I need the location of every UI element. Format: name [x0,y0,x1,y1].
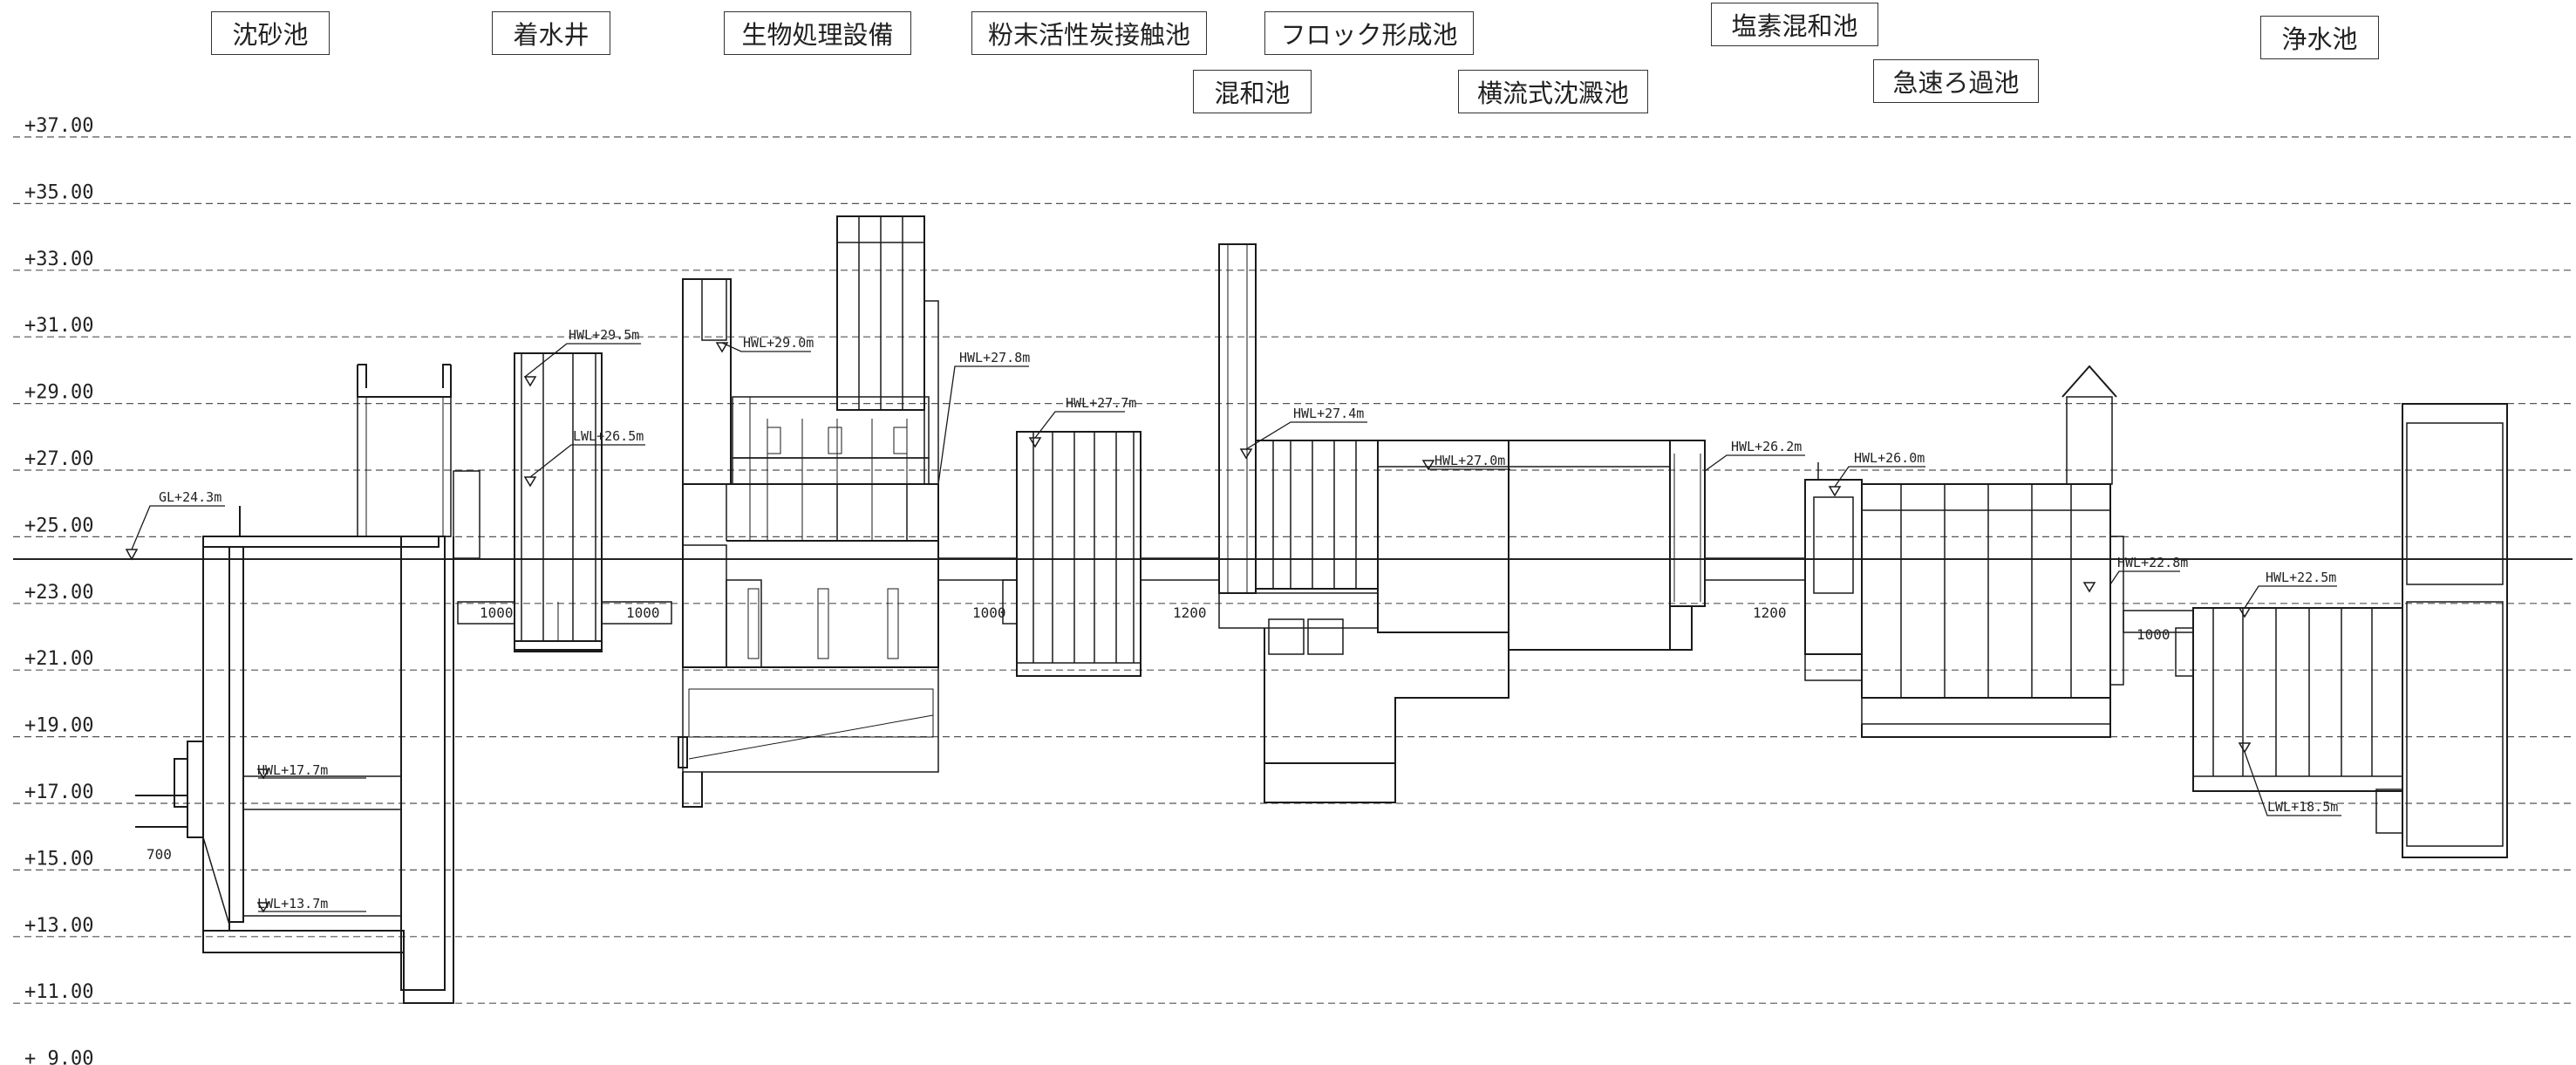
mixing-floc-sedimentation-structure [1218,243,1706,803]
label-clear-lwl: LWL+18.5m [2267,799,2338,815]
pipe-1200-a: 1200 [1173,604,1207,621]
elevation-label: +35.00 [24,181,93,203]
elevation-label: +21.00 [24,648,93,670]
pipe-700: 700 [147,846,172,863]
label-filter-out-hwl: HWL+22.8m [2117,555,2188,570]
label-chl-hwl: HWL+26.2m [1731,439,1802,454]
label-grit-lwl: LWL+13.7m [257,896,328,911]
pipe-1000-b: 1000 [626,604,660,621]
label-bio-out-hwl: HWL+27.8m [959,350,1030,365]
structures [135,215,2508,1004]
label-mix-hwl: HWL+27.4m [1293,406,1364,421]
title-mixing-basin: 混和池 [1193,70,1312,113]
elevation-label: +11.00 [24,981,93,1003]
title-floc-formation: フロック形成池 [1264,11,1474,55]
elevation-label: +25.00 [24,515,93,536]
title-receiving-well: 着水井 [492,11,610,55]
rapid-filter-structure [1804,365,2124,738]
elevation-label: +29.00 [24,382,93,404]
pipe-1000-d: 1000 [2136,626,2171,643]
label-filter-hwl: HWL+26.0m [1854,450,1925,466]
pipe-1000-a: 1000 [480,604,514,621]
elevation-label: +17.00 [24,782,93,803]
receiving-well-structure [514,352,603,652]
pipe-1000-c: 1000 [972,604,1006,621]
title-rapid-filter: 急速ろ過池 [1873,59,2039,103]
pipe-size-labels: 700 1000 1000 1000 1200 1200 1000 [147,604,2171,863]
title-chlorine-mixing: 塩素混和池 [1711,3,1878,46]
label-pac-hwl: HWL+27.7m [1066,395,1136,411]
label-bio-hwl: HWL+29.0m [743,335,814,351]
elevation-grid: +37.00 +35.00 +33.00 +31.00 +29.00 +27.00 +25.… [13,115,2573,1065]
elevation-label: +19.00 [24,715,93,737]
elevation-label: +37.00 [24,115,93,137]
label-clear-hwl: HWL+22.5m [2266,570,2336,585]
water-level-labels: GL+24.3m HWL+17.7m LWL+13.7m HWL+29.5m L… [159,327,2338,911]
label-gl: GL+24.3m [159,489,221,505]
title-grit-chamber: 沈砂池 [211,11,330,55]
elevation-label: +31.00 [24,315,93,337]
elevation-label: +27.00 [24,448,93,470]
elevation-label: +23.00 [24,582,93,604]
label-recv-hwl: HWL+29.5m [569,327,639,343]
label-sed-hwl: HWL+27.0m [1435,453,1505,468]
bio-treatment-structure [678,215,939,808]
title-biological-treatment: 生物処理設備 [724,11,911,55]
elevation-label: +33.00 [24,249,93,270]
leader-lines [131,342,2341,912]
title-sedimentation: 横流式沈澱池 [1458,70,1648,113]
elevation-label: +13.00 [24,915,93,937]
label-grit-hwl: HWL+17.7m [257,762,328,778]
pipe-1200-b: 1200 [1753,604,1787,621]
elevation-label: + 9.00 [24,1048,93,1065]
label-recv-lwl: LWL+26.5m [573,428,644,444]
clear-well-structure [2192,403,2508,858]
grit-chamber-structure [135,364,454,1004]
title-clear-well: 浄水池 [2260,16,2379,59]
elevation-label: +15.00 [24,848,93,870]
pac-contact-structure [1002,431,1141,677]
title-pac-contact: 粉末活性炭接触池 [971,11,1207,55]
